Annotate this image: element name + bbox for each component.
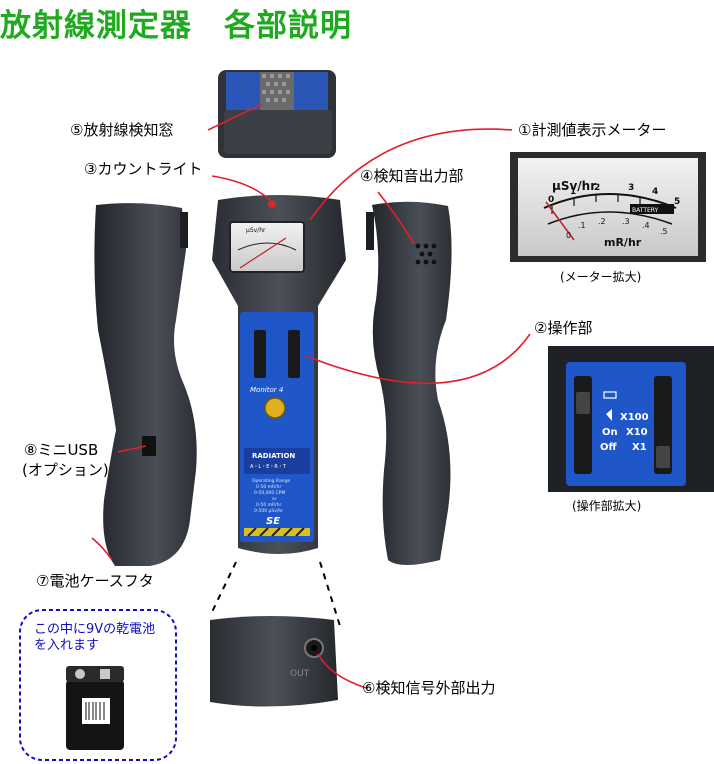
spec-line: 0-50 mR/hr — [256, 484, 282, 490]
meter-tick-top-5: 5 — [674, 197, 680, 207]
se-logo: SE — [266, 516, 280, 527]
meter-unit-top: μSv/hr — [552, 179, 596, 193]
model-label: Monitor 4 — [250, 386, 283, 394]
label-signal-output: ⑥検知信号外部出力 — [362, 679, 496, 697]
label-detection-window: ⑤放射線検知窓 — [70, 121, 174, 139]
label-controls: ②操作部 — [534, 319, 593, 337]
meter-tick-bottom-5: .5 — [660, 227, 668, 236]
controls-zoom-labels: On Off X100 X10 X1 — [600, 412, 649, 453]
page-title: 放射線測定器 各部説明 — [0, 8, 352, 44]
spec-line: Operating Range — [252, 478, 290, 484]
meter-tick-bottom-3: .3 — [622, 217, 630, 226]
meter-unit-bottom: mR/hr — [604, 236, 642, 249]
spec-line: 0-50,000 CPM — [254, 490, 286, 496]
label-battery-cover: ⑦電池ケースフタ — [36, 572, 154, 590]
label-count-light: ③カウントライト — [84, 160, 203, 178]
out-label: OUT — [290, 669, 310, 679]
brand-sub-label: A・L・E・R・T — [250, 464, 287, 470]
controls-zoom — [548, 346, 714, 492]
meter-scale-top: 0 1 2 3 4 5 — [548, 183, 680, 207]
battery-9v — [66, 666, 124, 750]
spec-lines: Operating Range 0-50 mR/hr 0-50,000 CPM … — [252, 478, 290, 514]
spec-line: or — [272, 496, 277, 502]
meter-tick-top-2: 2 — [594, 183, 600, 193]
battery-note: この中に9Vの乾電池を入れます — [34, 622, 156, 653]
brand-label: RADIATION — [252, 452, 295, 460]
meter-tick-top-3: 3 — [628, 183, 634, 193]
meter-tick-top-4: 4 — [652, 187, 658, 197]
control-off-label: Off — [600, 442, 618, 453]
battery-note-box — [19, 609, 177, 761]
caption-controls-zoom: (操作部拡大) — [572, 499, 642, 513]
window-top-view — [218, 70, 336, 158]
meter-tick-top-1: 1 — [570, 187, 576, 197]
device-left-side — [94, 203, 197, 567]
meter-tick-bottom-4: .4 — [642, 221, 650, 230]
leader-lines — [91, 103, 531, 689]
device-bottom-view — [210, 616, 338, 707]
spec-line: 0-500 μSv/hr — [254, 508, 283, 514]
meter-tick-top-0: 0 — [548, 195, 554, 205]
spec-line: 0-50 mR/hr — [256, 502, 282, 508]
mini-meter-unit: μSv/hr — [246, 227, 266, 234]
control-x1-label: X1 — [632, 442, 647, 453]
meter-zoom — [510, 152, 706, 262]
label-meter: ①計測値表示メーター — [518, 121, 667, 139]
meter-battery-label: BATTERY — [632, 207, 659, 214]
control-x100-label: X100 — [620, 412, 649, 423]
meter-tick-bottom-0: 0 — [566, 231, 571, 240]
meter-scale-bottom: 0 .1 .2 .3 .4 .5 — [566, 217, 668, 240]
caption-meter-zoom: (メーター拡大) — [560, 270, 642, 284]
device-front — [212, 195, 346, 554]
meter-tick-bottom-2: .2 — [598, 217, 606, 226]
control-on-label: On — [602, 427, 618, 438]
control-x10-label: X10 — [626, 427, 648, 438]
label-sound-output: ④検知音出力部 — [360, 167, 464, 185]
label-mini-usb: ⑧ミニUSB — [24, 441, 99, 459]
meter-tick-bottom-1: .1 — [578, 221, 586, 230]
count-light — [268, 200, 276, 208]
label-usb-option: (オプション) — [22, 461, 109, 479]
